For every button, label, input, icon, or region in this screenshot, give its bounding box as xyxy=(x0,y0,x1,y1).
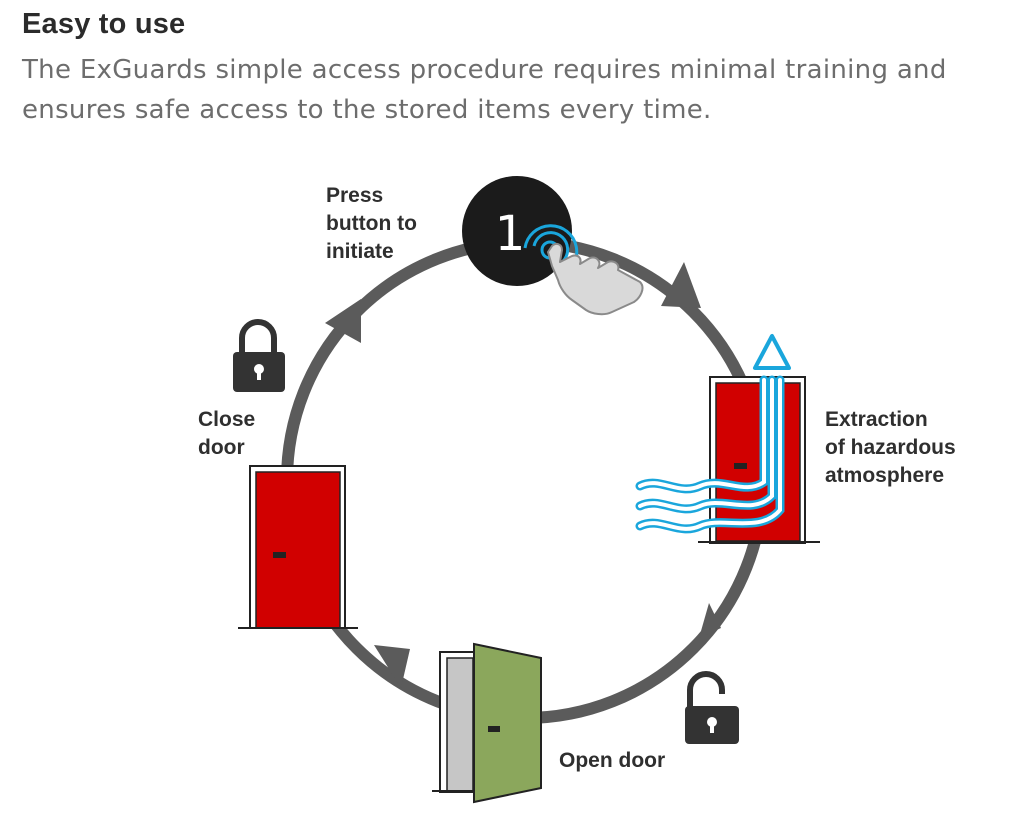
padlock-open-icon xyxy=(685,671,739,744)
airflow-arrowhead xyxy=(753,334,791,370)
pointing-hand-icon xyxy=(523,224,644,316)
label-close-line-1: Close xyxy=(198,408,255,431)
label-extraction: Extraction of hazardous atmosphere xyxy=(825,408,962,487)
label-close-door: Close door xyxy=(198,408,261,459)
extraction-door xyxy=(698,376,820,544)
padlock-closed-icon xyxy=(233,319,285,392)
label-extraction-line-1: Extraction xyxy=(825,408,928,431)
press-button: 1 xyxy=(462,176,572,286)
label-press-line-3: initiate xyxy=(326,240,394,263)
airflow-icon xyxy=(635,334,791,534)
closed-door xyxy=(238,465,358,629)
subtitle-line-1: The ExGuards simple access procedure req… xyxy=(22,55,947,85)
arrow-top-left xyxy=(325,299,361,343)
label-close-line-2: door xyxy=(198,436,245,459)
page-subtitle: The ExGuards simple access procedure req… xyxy=(22,50,1012,130)
page-title: Easy to use xyxy=(22,8,186,40)
label-press-line-2: button to xyxy=(326,212,417,235)
label-extraction-line-3: atmosphere xyxy=(825,464,944,487)
label-open-line-1: Open door xyxy=(559,749,665,772)
button-number: 1 xyxy=(495,206,526,262)
subtitle-line-2: ensures safe access to the stored items … xyxy=(22,95,712,125)
arrow-bottom-left xyxy=(374,645,410,688)
label-press-button: Press button to initiate xyxy=(326,184,423,263)
label-press-line-1: Press xyxy=(326,184,383,207)
button-icon xyxy=(462,176,572,286)
label-open-door: Open door xyxy=(559,749,665,772)
arrow-bottom-right xyxy=(699,603,721,638)
label-extraction-line-2: of hazardous xyxy=(825,436,956,459)
open-door xyxy=(432,642,542,804)
arrow-top-right xyxy=(661,262,701,308)
direction-arrows xyxy=(325,262,721,688)
